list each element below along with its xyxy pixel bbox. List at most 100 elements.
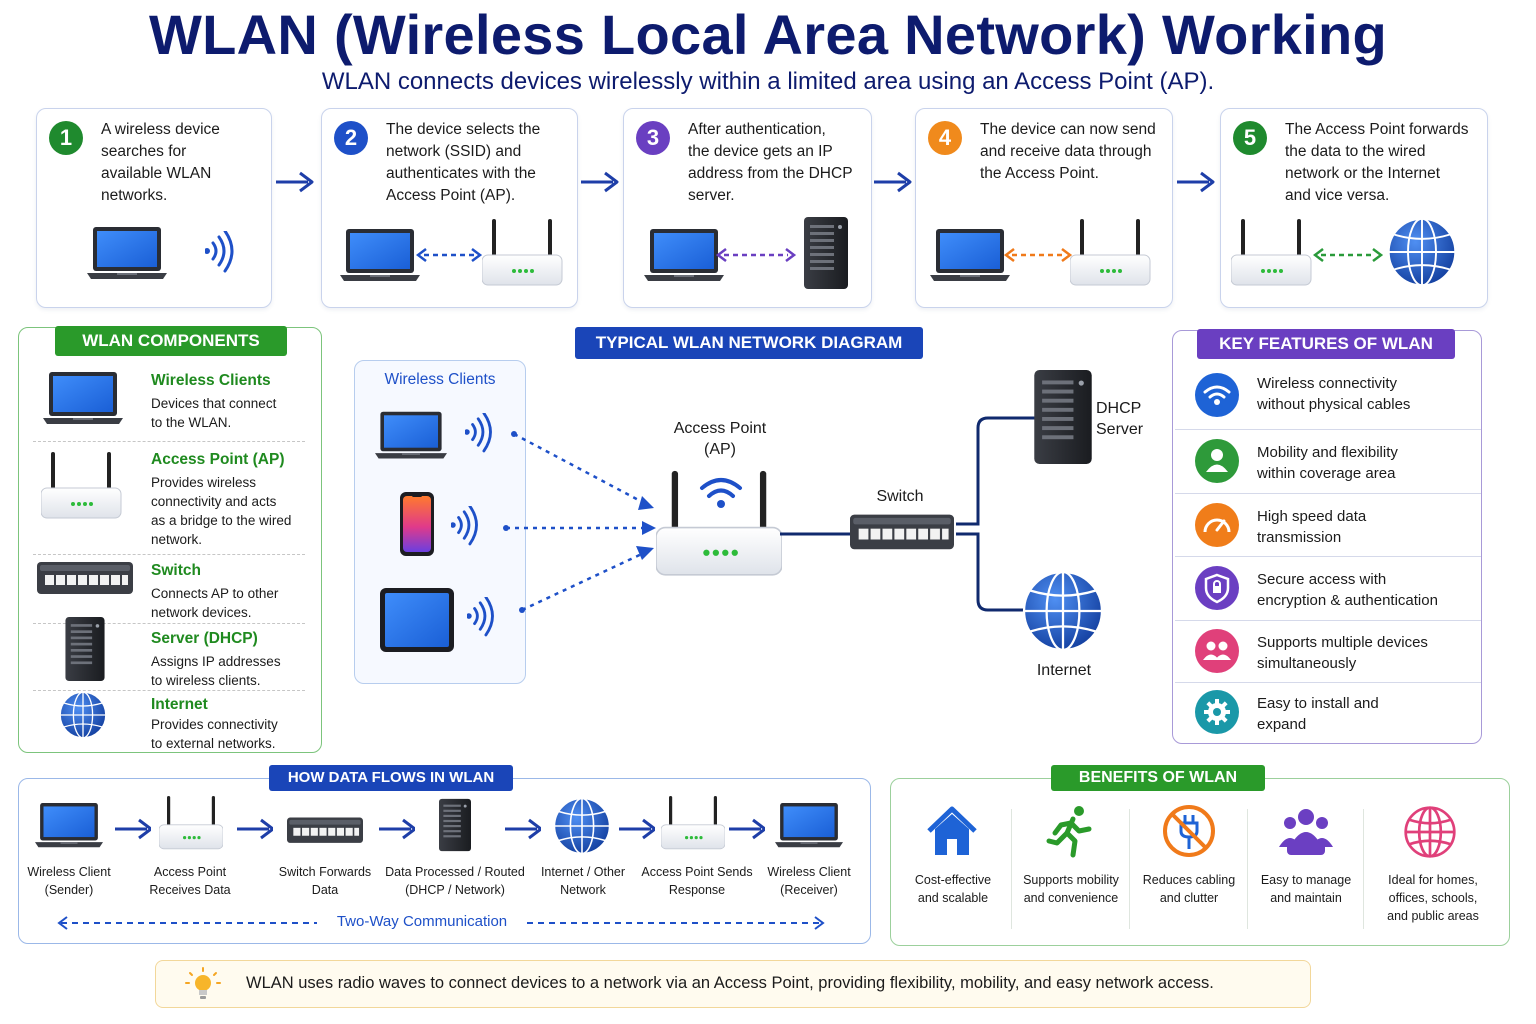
component-name: Wireless Clients: [151, 372, 271, 389]
switch-icon: [37, 562, 133, 594]
people-icon: [1195, 629, 1239, 673]
step-number-badge: 4: [928, 121, 962, 155]
arrow-right-icon: [581, 171, 619, 193]
wireless-links: [503, 431, 656, 613]
tablet-icon: [380, 588, 454, 652]
component-name: Switch: [151, 562, 201, 579]
wireless-signal-icon: [467, 597, 494, 637]
summary-note: WLAN uses radio waves to connect devices…: [155, 960, 1311, 1008]
two-way-label: Two-Way Communication: [336, 913, 508, 930]
laptop-icon: [340, 229, 420, 281]
team-icon: [1279, 809, 1333, 855]
page-subtitle: WLAN connects devices wirelessly within …: [321, 68, 1215, 95]
arrow-right-icon: [237, 818, 273, 840]
wireless-signal-icon: [205, 231, 234, 273]
bidirectional-arrow-icon: [1313, 248, 1383, 262]
arrow-right-icon: [505, 818, 541, 840]
laptop-icon: [775, 803, 843, 848]
globe-icon: [1387, 217, 1457, 287]
router-icon: [159, 795, 223, 850]
globe-icon: [553, 797, 611, 855]
bidirectional-arrow-icon: [1004, 248, 1072, 262]
gear-icon: [1195, 690, 1239, 734]
arrow-right-icon: [115, 818, 151, 840]
laptop-icon: [43, 372, 123, 424]
wifi-icon: [1195, 373, 1239, 417]
access-point-label: Access Point(AP): [673, 420, 767, 458]
server-icon: [439, 798, 471, 852]
internet-globe-icon: [1022, 570, 1104, 652]
server-icon: [65, 617, 105, 681]
features-panel: KEY FEATURES OF WLAN Wireless connectivi…: [1172, 329, 1482, 744]
laptop-icon: [644, 229, 724, 281]
component-name: Server (DHCP): [151, 630, 258, 647]
shield-icon: [1195, 566, 1239, 610]
arrow-right-icon: [1177, 171, 1215, 193]
switch-label: Switch: [876, 488, 924, 505]
router-icon: [661, 795, 725, 850]
arrow-right-icon: [729, 818, 765, 840]
step-number-badge: 5: [1233, 121, 1267, 155]
wireless-clients-group: Wireless Clients: [354, 360, 526, 684]
no-cable-icon: [1163, 805, 1215, 857]
clients-label: Wireless Clients: [384, 371, 496, 388]
router-icon: [482, 219, 563, 286]
step-card-3: 3 After authentication,the device gets a…: [623, 108, 872, 308]
arrow-right-icon: [276, 171, 314, 193]
wired-links: [780, 416, 1036, 612]
laptop-icon: [375, 411, 447, 459]
laptop-icon: [35, 803, 103, 848]
features-title: KEY FEATURES OF WLAN: [1197, 329, 1455, 359]
bidirectional-arrow-icon: [416, 248, 482, 262]
laptop-icon: [930, 229, 1010, 281]
lightbulb-icon: [185, 967, 221, 999]
globe-icon: [1404, 806, 1456, 858]
switch-icon: [850, 514, 954, 550]
router-icon: [41, 452, 122, 519]
flow-step-label: Wireless Client(Sender): [27, 865, 111, 897]
benefits-title: BENEFITS OF WLAN: [1051, 765, 1265, 791]
server-icon: [804, 217, 848, 289]
wireless-signal-icon: [451, 506, 478, 546]
wireless-signal-icon: [465, 413, 492, 453]
benefits-panel: BENEFITS OF WLAN: [890, 765, 1510, 946]
step-description: After authentication,the device gets an …: [688, 121, 853, 204]
arrow-right-icon: [619, 818, 655, 840]
running-person-icon: [1046, 806, 1092, 858]
switch-icon: [287, 817, 363, 843]
component-name: Internet: [151, 696, 208, 713]
router-icon: [1231, 219, 1312, 286]
speedometer-icon: [1195, 503, 1239, 547]
dataflow-title: HOW DATA FLOWS IN WLAN: [269, 765, 513, 791]
page-title: WLAN (Wireless Local Area Network) Worki…: [148, 3, 1388, 66]
step-number-badge: 1: [49, 121, 83, 155]
dhcp-server-icon: [1034, 370, 1092, 464]
dataflow-panel: HOW DATA FLOWS IN WLAN Wireless Client(S…: [18, 765, 871, 944]
arrow-right-icon: [874, 171, 912, 193]
two-way-arrow-icon: [57, 916, 825, 930]
step-number-badge: 3: [636, 121, 670, 155]
benefit-label: Ideal for homes,offices, schools,and pub…: [1387, 873, 1479, 923]
